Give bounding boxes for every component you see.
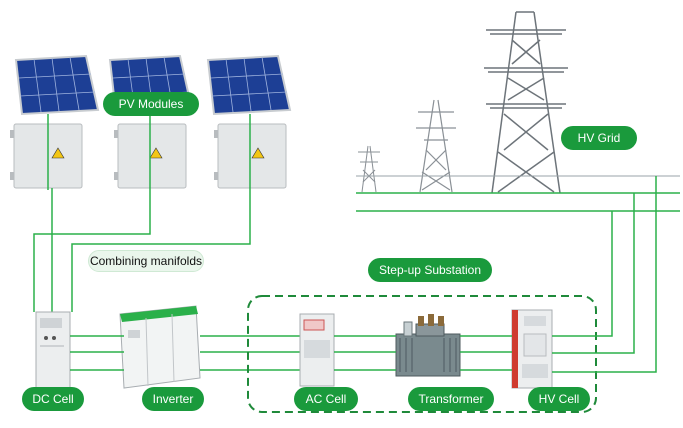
label-transformer: Transformer xyxy=(408,387,494,411)
tower-medium xyxy=(416,99,456,193)
ac-cell-cabinet xyxy=(299,313,335,387)
inverter-substation-wires xyxy=(200,335,300,371)
label-step-up-substation: Step-up Substation xyxy=(368,258,492,282)
combiner-box-3 xyxy=(214,123,287,189)
tower-small xyxy=(358,145,380,193)
transformer-unit xyxy=(395,314,461,377)
substation-boundary xyxy=(247,295,597,413)
substation-wires xyxy=(334,335,600,373)
label-hv-cell: HV Cell xyxy=(528,387,590,411)
label-ac-cell: AC Cell xyxy=(294,387,358,411)
solar-panel-1 xyxy=(14,54,100,116)
combiner-box-1 xyxy=(10,123,83,189)
dc-cell-cabinet xyxy=(35,311,71,393)
hv-grid-green-lines xyxy=(356,176,680,373)
hv-cell-cabinet xyxy=(511,309,553,389)
dc-inverter-wires xyxy=(70,335,124,371)
label-combining-manifolds: Combining manifolds xyxy=(88,250,204,272)
label-pv-modules: PV Modules xyxy=(103,92,199,116)
label-dc-cell: DC Cell xyxy=(22,387,84,411)
inverter-cabinet xyxy=(119,305,201,389)
solar-panel-3 xyxy=(206,54,292,116)
label-hv-grid: HV Grid xyxy=(561,126,637,150)
combiner-wires xyxy=(33,188,251,312)
module-wires xyxy=(47,114,251,190)
tower-large xyxy=(484,11,568,194)
combiner-box-2 xyxy=(114,123,187,189)
label-inverter: Inverter xyxy=(142,387,204,411)
